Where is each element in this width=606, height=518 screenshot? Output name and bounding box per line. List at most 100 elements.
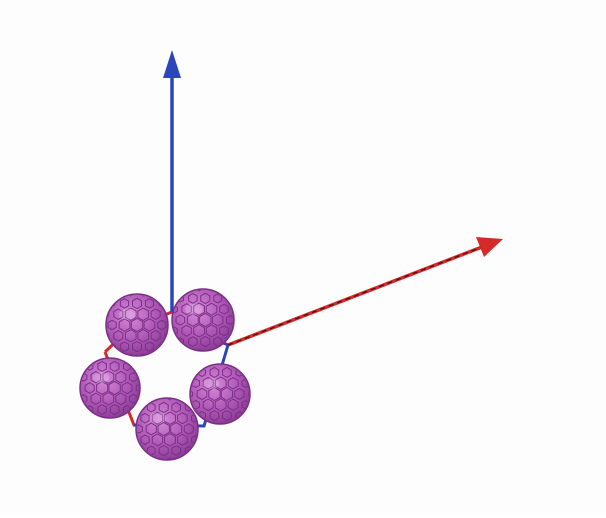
fullerene-face (170, 422, 183, 436)
fullerene-face (157, 421, 170, 437)
fullerene-face (132, 297, 142, 310)
fullerene-face (209, 366, 220, 378)
fullerene-face (90, 392, 102, 405)
fullerene-face (202, 376, 214, 390)
fullerene-face (193, 302, 205, 316)
fullerene-face (128, 393, 138, 404)
fullerene-face (234, 328, 239, 334)
fullerene-body (171, 288, 235, 352)
fullerene-face (140, 412, 150, 424)
fullerene-face (130, 437, 135, 443)
fullerene-face (137, 307, 150, 321)
fullerene-face (227, 294, 233, 302)
fullerene-face (97, 361, 107, 372)
fullerene-face (117, 359, 124, 360)
fullerene-face (115, 370, 127, 384)
fullerene-face (127, 295, 135, 297)
fullerene-face (164, 411, 176, 425)
fullerene-highlight (149, 412, 167, 424)
fullerene-face (121, 381, 133, 395)
fullerene-face (171, 402, 181, 413)
fullerene-group (79, 288, 251, 461)
fullerene-face (109, 360, 120, 372)
fullerene-face (209, 410, 220, 422)
fullerene-face (119, 341, 130, 352)
fullerene-face (222, 366, 232, 378)
fullerene-face (92, 359, 99, 360)
fullerene-face (226, 315, 233, 325)
fullerene-face (92, 416, 99, 417)
fullerene-face (130, 317, 144, 333)
fullerene-face (96, 381, 109, 395)
fullerene-face (219, 325, 229, 337)
fullerene-5 (130, 397, 199, 461)
fullerene-face (137, 329, 150, 343)
fullerene-face (214, 398, 227, 412)
fullerene-face (102, 392, 115, 406)
fullerene-face (90, 371, 102, 384)
fullerene-face (179, 399, 186, 401)
fullerene-highlight (92, 372, 110, 383)
fullerene-face (135, 383, 139, 393)
fullerene-face (150, 308, 161, 320)
fullerene-face (145, 422, 157, 436)
fullerene-face (119, 298, 130, 309)
fullerene-face (144, 298, 155, 309)
fullerene-face (158, 401, 169, 414)
fullerene-4 (189, 363, 251, 425)
fullerene-face (118, 318, 131, 332)
fullerene-body (135, 397, 199, 461)
fullerene-face (177, 433, 188, 446)
fullerene-face (205, 302, 218, 316)
diagonal-arrow-head (476, 237, 503, 257)
fullerene-face (166, 399, 174, 401)
fullerene-face (208, 387, 221, 401)
fullerene-face (227, 398, 239, 411)
fullerene-face (234, 306, 239, 312)
fullerene-face (144, 341, 155, 352)
fullerene-face (241, 378, 249, 388)
fullerene-face (183, 290, 190, 292)
fullerene-body (105, 293, 169, 357)
fullerene-face (175, 314, 186, 326)
fullerene-face (230, 422, 237, 423)
fullerene-face (222, 410, 232, 422)
fullerene-face (230, 365, 237, 366)
fullerene-face (113, 308, 124, 320)
fullerene-face (124, 307, 137, 321)
fullerene-face (164, 433, 176, 447)
fullerene-face (219, 303, 229, 315)
fullerene-face (183, 423, 194, 435)
fullerene-face (81, 372, 88, 382)
fullerene-body (79, 357, 141, 419)
diagonal-arrow-dash (227, 246, 483, 346)
fullerene-face (196, 387, 208, 401)
fullerene-face (191, 413, 197, 423)
fullerene-face (137, 424, 143, 434)
fullerene-face (171, 445, 181, 456)
fullerene-face (139, 295, 147, 297)
fullerene-face (191, 389, 194, 399)
fullerene-face (124, 329, 137, 343)
fullerene-face (140, 434, 150, 446)
fullerene-face (202, 398, 214, 412)
fullerene-3 (79, 357, 141, 419)
fullerene-face (108, 380, 121, 396)
fullerene-face (205, 324, 218, 338)
fullerene-highlight (185, 303, 203, 315)
fullerene-face (107, 332, 110, 340)
fullerene-highlight (119, 308, 137, 320)
diagonal-arrow (227, 237, 503, 347)
fullerene-cage (191, 365, 249, 423)
fullerene-face (151, 433, 164, 447)
fullerene-face (199, 312, 212, 328)
fullerene-face (220, 387, 233, 401)
fullerene-face (195, 290, 203, 292)
fullerene-face (115, 392, 127, 406)
fullerene-face (158, 444, 169, 457)
fullerene-face (137, 447, 142, 455)
fullerene-face (143, 318, 156, 332)
fullerene-face (117, 416, 124, 417)
fullerene-face (193, 324, 205, 338)
